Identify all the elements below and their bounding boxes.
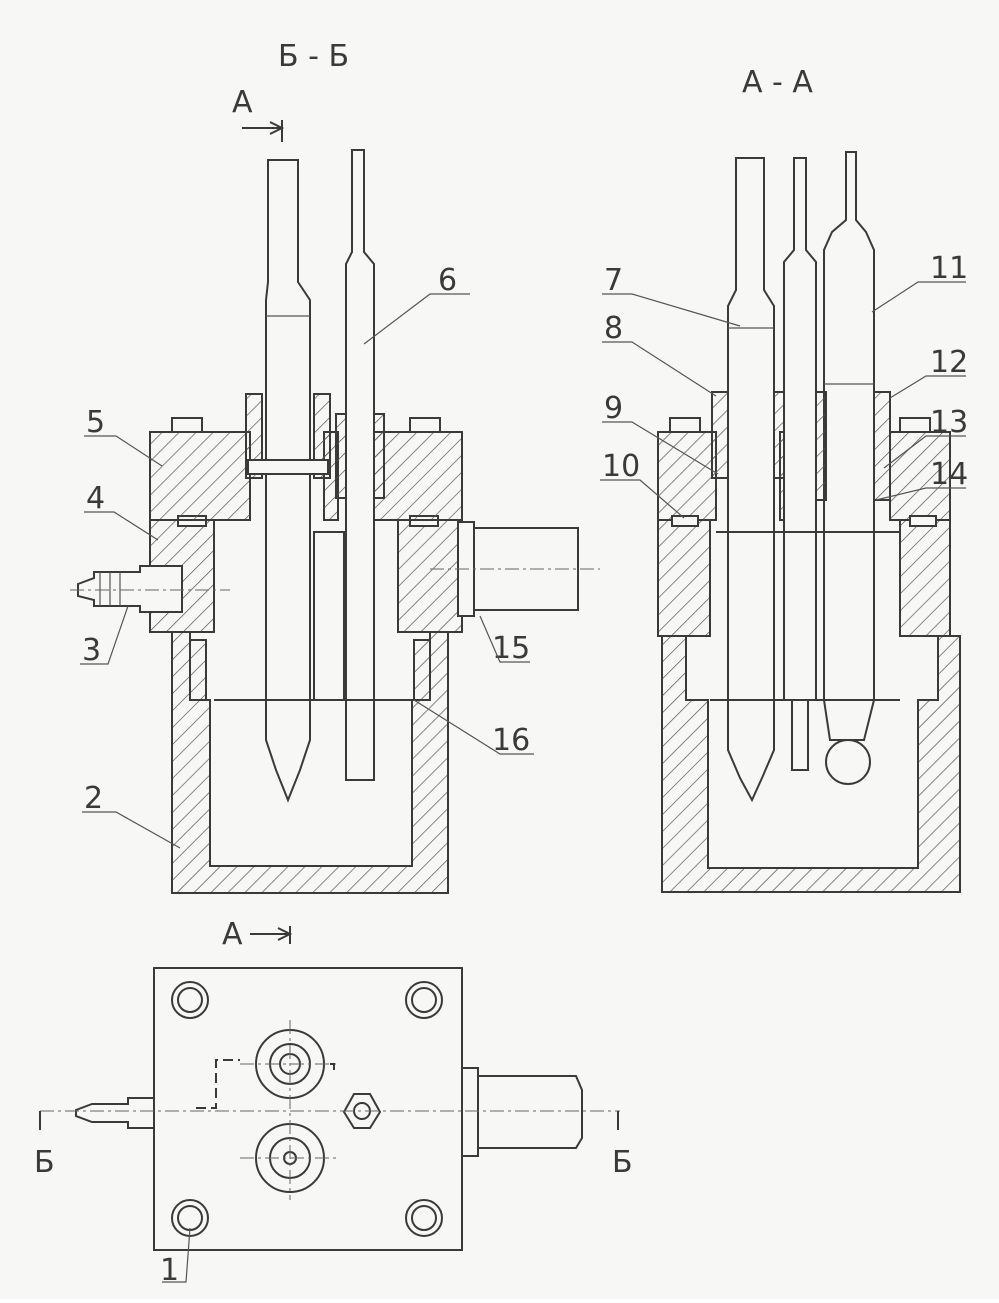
aa-flange-right bbox=[899, 519, 951, 637]
gland-washer bbox=[247, 459, 329, 475]
plan-outlet-nut bbox=[461, 1067, 479, 1157]
plan-bolt-tr bbox=[405, 981, 443, 1019]
callout-7: 7 bbox=[604, 263, 623, 298]
aa-seal-left bbox=[671, 515, 699, 527]
aa-electrode-main bbox=[727, 157, 775, 803]
flange-right bbox=[397, 519, 463, 633]
gland-right-a bbox=[335, 413, 347, 499]
callout-14: 14 bbox=[930, 457, 968, 492]
callout-1: 1 bbox=[160, 1253, 179, 1288]
section-bb-view: Б - Б А bbox=[70, 39, 600, 894]
callout-10: 10 bbox=[602, 449, 640, 484]
section-bb-cut-label-top: А bbox=[232, 85, 253, 120]
section-aa-title: А - А bbox=[742, 65, 813, 100]
plan-bolts bbox=[171, 981, 443, 1237]
aa-cover-left bbox=[657, 431, 717, 521]
electrode-main bbox=[265, 159, 311, 803]
callout-13: 13 bbox=[930, 405, 968, 440]
plan-inlet-nozzle bbox=[75, 1097, 155, 1129]
callout-9: 9 bbox=[604, 391, 623, 426]
plan-cut-label-a: А bbox=[222, 917, 243, 952]
callout-15: 15 bbox=[492, 631, 530, 666]
gland-left-a bbox=[245, 393, 263, 479]
separator-plate bbox=[313, 531, 345, 701]
aa-gland-a bbox=[711, 391, 729, 479]
aa-flange-left bbox=[657, 519, 711, 637]
aa-thermometer-bulb bbox=[825, 739, 871, 785]
aa-reference-electrode bbox=[783, 157, 817, 701]
aa-bolt-head-left bbox=[669, 417, 701, 433]
plan-bolt-tl bbox=[171, 981, 209, 1019]
aa-reference-tip bbox=[791, 699, 809, 771]
callouts: 1 2 3 4 5 6 7 8 9 10 11 12 13 14 15 16 bbox=[80, 251, 968, 1288]
callout-11: 11 bbox=[930, 251, 968, 286]
aa-thermometer bbox=[823, 151, 875, 741]
vessel-liner-right bbox=[413, 639, 431, 701]
gland-left-b bbox=[313, 393, 331, 479]
aa-seal-right bbox=[909, 515, 937, 527]
callout-4: 4 bbox=[86, 481, 105, 516]
aa-vessel-body bbox=[661, 635, 961, 893]
plan-outlet-pipe bbox=[477, 1075, 583, 1149]
cover-left bbox=[149, 431, 251, 521]
section-aa-view: А - А bbox=[657, 65, 961, 893]
plan-view: А Б Б bbox=[34, 917, 633, 1251]
gland-right-b bbox=[373, 413, 385, 499]
plan-hex-fitting bbox=[342, 1093, 382, 1129]
callout-8: 8 bbox=[604, 311, 623, 346]
callout-12: 12 bbox=[930, 345, 968, 380]
bolt-head-left bbox=[171, 417, 203, 433]
aa-gland-c bbox=[815, 391, 827, 501]
plan-cut-arrow-a bbox=[250, 926, 293, 944]
cover-right bbox=[371, 431, 463, 521]
vessel-liner-left bbox=[189, 639, 207, 701]
plan-cut-label-b-left: Б bbox=[34, 1145, 55, 1180]
callout-5: 5 bbox=[86, 405, 105, 440]
aa-bolt-head-right bbox=[899, 417, 931, 433]
inlet-nozzle bbox=[77, 565, 183, 613]
bolt-head-right bbox=[409, 417, 441, 433]
plan-cut-label-b-right: Б bbox=[612, 1145, 633, 1180]
reference-electrode bbox=[345, 149, 375, 781]
callout-3: 3 bbox=[82, 633, 101, 668]
callout-16: 16 bbox=[492, 723, 530, 758]
callout-6: 6 bbox=[438, 263, 457, 298]
plan-bolt-br bbox=[405, 1199, 443, 1237]
callout-2: 2 bbox=[84, 781, 103, 816]
cut-arrow-top bbox=[242, 120, 285, 142]
section-bb-title: Б - Б bbox=[278, 39, 349, 74]
aa-gland-d bbox=[873, 391, 891, 501]
